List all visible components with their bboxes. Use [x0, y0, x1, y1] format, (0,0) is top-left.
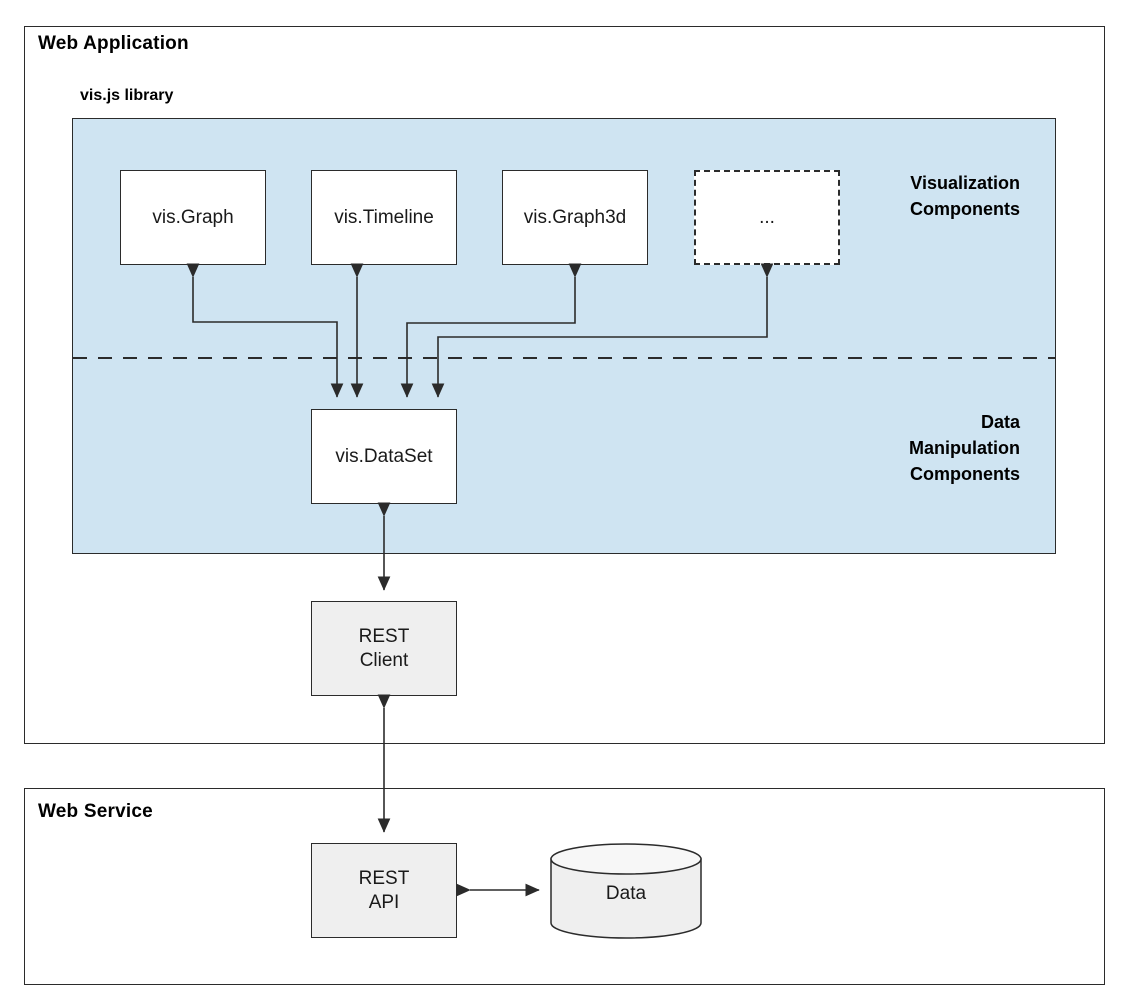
node-data-store[interactable]: Data [550, 843, 702, 939]
node-rest-api-line2: API [368, 891, 400, 913]
node-vis-dataset[interactable]: vis.DataSet [311, 409, 457, 504]
cylinder-shape [550, 843, 702, 939]
container-web-application-title: Web Application [38, 33, 189, 54]
node-vis-graph3d[interactable]: vis.Graph3d [502, 170, 648, 265]
node-more-components[interactable]: ... [694, 170, 840, 265]
node-data-store-label: Data [605, 883, 647, 904]
node-rest-client[interactable]: REST Client [311, 601, 457, 696]
node-rest-client-line2: Client [359, 649, 409, 671]
node-vis-graph[interactable]: vis.Graph [120, 170, 266, 265]
library-title: vis.js library [80, 87, 174, 104]
node-rest-api-line1: REST [358, 867, 410, 889]
node-rest-client-line1: REST [358, 625, 410, 647]
node-vis-timeline[interactable]: vis.Timeline [311, 170, 457, 265]
section-label-visualization: Visualization Components [910, 173, 1020, 220]
section-label-data-manipulation: Data Manipulation Components [909, 412, 1020, 485]
container-web-service-title: Web Service [38, 801, 153, 822]
node-rest-api[interactable]: REST API [311, 843, 457, 938]
